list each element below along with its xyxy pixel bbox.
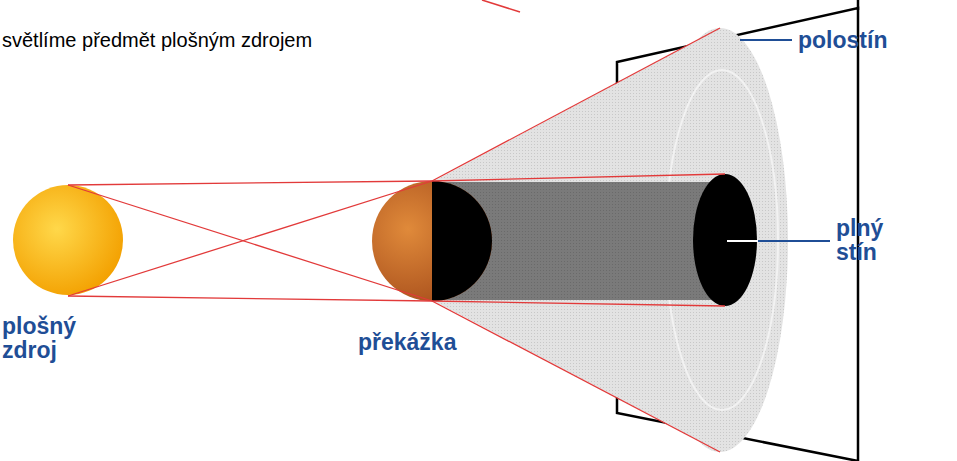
umbra-ellipse: [693, 174, 757, 306]
screen-edge: [857, 0, 860, 10]
obstacle: [372, 181, 492, 301]
obstacle-dark-half: [432, 181, 492, 301]
part-label: překážka: [358, 330, 456, 354]
area-source: [13, 185, 123, 295]
ray: [432, 301, 720, 452]
part-label: plošný zdroj: [2, 314, 76, 362]
intro-text: světlíme předmět plošným zdrojem: [2, 30, 312, 51]
ray: [432, 301, 725, 306]
leader-line: [727, 240, 758, 242]
red-line-fragment: [482, 0, 520, 12]
ray: [68, 181, 432, 296]
light-rays: [68, 28, 725, 452]
ray: [432, 28, 720, 181]
part-label: plný stín: [836, 216, 883, 264]
ray: [68, 185, 432, 301]
leader-line: [758, 240, 830, 242]
ray: [432, 174, 725, 181]
umbra-cylinder: [432, 182, 725, 300]
ray: [68, 296, 432, 301]
ray: [68, 181, 432, 185]
part-label: polostín: [798, 28, 887, 52]
leader-line: [740, 39, 792, 41]
